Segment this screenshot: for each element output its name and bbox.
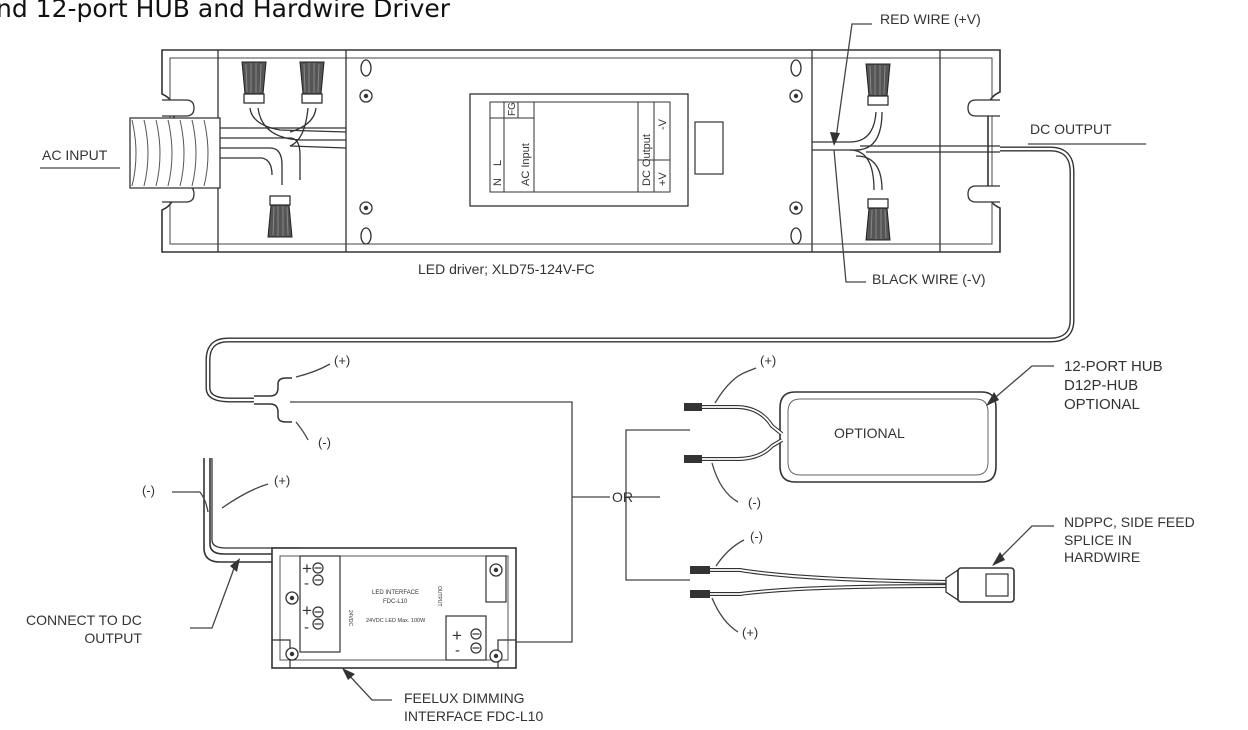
fdc-label-output: OUTPUT [436, 586, 442, 607]
connect-dc-label: CONNECT TO DC OUTPUT [26, 612, 142, 646]
hub-name-label: 12-PORT HUB D12P-HUB OPTIONAL [1064, 358, 1163, 413]
fdc-l10-interface: LED INTERFACE FDC-L10 24VDC LED Max. 100… [203, 458, 517, 669]
split-wire-plus [254, 377, 292, 397]
plus-label-hub: (+) [760, 353, 777, 368]
driver-label-ac-input: AC Input [520, 143, 532, 186]
or-connector-line [290, 401, 573, 643]
plus-label-ndppc: (+) [742, 625, 759, 640]
ac-input-conduit [129, 117, 221, 189]
minus-label-top-left: (-) [318, 435, 331, 450]
minus-label-fdc: (-) [142, 483, 155, 498]
driver-label-minus-v: -V [657, 118, 669, 130]
driver-label-l: L [492, 160, 504, 166]
fdc-term-minus-2: - [304, 619, 309, 636]
led-driver-label: LED driver; XLD75-124V-FC [418, 261, 595, 277]
ac-input-label: AC INPUT [42, 147, 108, 163]
fdc-label-line3: 24VDC LED Max. 100W [366, 618, 426, 624]
ndppc-label: NDPPC, SIDE FEED SPLICE IN HARDWIRE [1064, 514, 1195, 565]
fdc-term-plus-1: + [302, 559, 312, 578]
fdc-label-line1: LED INTERFACE [372, 590, 419, 596]
driver-label-fg: FG [507, 102, 518, 116]
driver-label-plus-v: +V [657, 172, 669, 186]
plus-label-fdc: (+) [274, 473, 291, 488]
dc-output-label: DC OUTPUT [1030, 121, 1112, 137]
black-wire-label: BLACK WIRE (-V) [872, 271, 986, 287]
plus-label-top-left: (+) [334, 353, 351, 368]
or-label: OR [612, 489, 633, 505]
minus-label-ndppc: (-) [750, 529, 763, 544]
led-driver: N L FG AC Input DC Output +V -V [161, 49, 1001, 253]
fdc-label-line2: FDC-L10 [383, 599, 408, 605]
fdc-out-minus: - [455, 642, 460, 659]
feelux-label: FEELUX DIMMING INTERFACE FDC-L10 [404, 690, 544, 724]
fdc-out-plus: + [452, 626, 462, 645]
fdc-term-minus-1: - [304, 575, 309, 592]
red-wire-label: RED WIRE (+V) [880, 11, 981, 27]
driver-label-dc-output: DC Output [641, 134, 653, 186]
minus-label-hub: (-) [748, 495, 761, 510]
page-title: nd 12-port HUB and Hardwire Driver [0, 0, 451, 23]
split-wire-minus [254, 403, 292, 423]
hub-body-label: OPTIONAL [834, 425, 905, 441]
fdc-label-input: 24VDC [347, 610, 353, 627]
hub-device [684, 391, 997, 483]
ndppc-hardwire [690, 566, 1015, 603]
fdc-term-plus-2: + [302, 601, 312, 620]
driver-label-n: N [492, 178, 504, 186]
